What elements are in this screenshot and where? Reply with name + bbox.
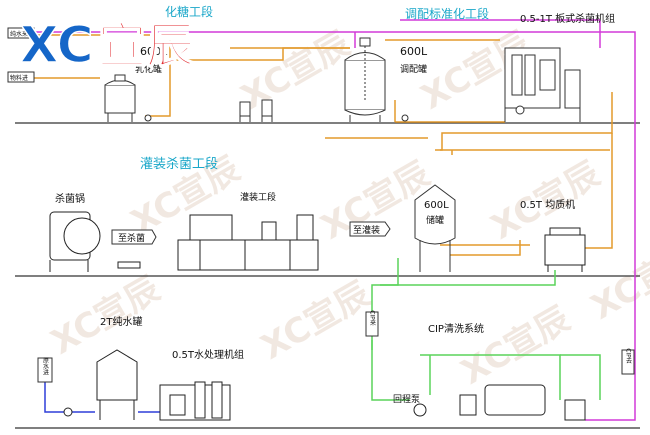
sterilize-pot <box>49 211 141 272</box>
svg-text:至灌装: 至灌装 <box>353 224 380 236</box>
storage-tank <box>414 184 456 272</box>
return-pump <box>413 403 427 417</box>
blend-tank-label: 调配罐 <box>400 63 427 75</box>
svg-text:原水进: 原水进 <box>42 357 49 376</box>
blend-tank-volume: 600L <box>400 45 428 58</box>
pipes-magenta <box>30 19 636 421</box>
water-treatment-label: 0.5T水处理机组 <box>172 348 244 361</box>
section-filling-title: 灌装杀菌工段 <box>140 157 218 172</box>
svg-text:至杀菌: 至杀菌 <box>118 232 145 244</box>
input-tag-1: 纯水来 <box>7 27 35 39</box>
emulsify-tank-volume: 600L <box>140 45 168 58</box>
filling-machine <box>177 214 319 271</box>
section-emulsify-title: 化糖工段 <box>165 4 213 19</box>
pipes-green <box>371 258 601 401</box>
svg-text:XC宣辰: XC宣辰 <box>235 24 357 118</box>
svg-text:XC宣辰: XC宣辰 <box>255 274 377 368</box>
return-pump-label: 回程泵 <box>393 394 420 405</box>
svg-text:CIP去: CIP去 <box>625 348 632 365</box>
emulsify-tank-label: 乳化罐 <box>135 63 162 75</box>
raw-water-tag: 原水进 <box>37 357 53 383</box>
svg-text:XC: XC <box>20 16 93 74</box>
section-blend-title: 调配标准化工段 <box>405 6 489 21</box>
sterilizer-label: 0.5-1T 板式杀菌机组 <box>520 12 615 25</box>
storage-tank-volume: 600L <box>424 200 449 211</box>
plate-sterilizer <box>504 47 581 122</box>
storage-tank-label: 储罐 <box>426 214 444 226</box>
svg-text:XC宣辰: XC宣辰 <box>455 299 577 393</box>
pure-water-tank <box>63 349 138 420</box>
svg-text:CIP来: CIP来 <box>369 310 376 327</box>
filling-line-label: 灌装工段 <box>240 191 276 203</box>
water-treatment-unit <box>159 381 231 421</box>
filter-units <box>239 99 273 122</box>
svg-text:宣辰: 宣辰 <box>98 18 194 74</box>
to-sterilize-tag: 至杀菌 <box>111 229 157 245</box>
emulsify-tank <box>104 74 136 122</box>
input-tag-2: 物料进 <box>7 71 35 83</box>
cip-system <box>459 384 586 421</box>
cip-out-tag: CIP去 <box>621 348 635 375</box>
sterilize-pot-label: 杀菌锅 <box>55 192 85 205</box>
to-filling-tag: 至灌装 <box>349 221 391 237</box>
blend-tank <box>344 37 386 122</box>
svg-text:纯水来: 纯水来 <box>10 30 28 38</box>
svg-text:XC宣辰: XC宣辰 <box>45 269 167 363</box>
pipes-orange <box>34 34 613 256</box>
floor-lines <box>15 122 640 429</box>
homogenizer <box>544 227 586 272</box>
pumps-top <box>144 114 409 122</box>
cip-label: CIP清洗系统 <box>428 322 484 335</box>
brand-logo: XC 宣辰 <box>19 15 195 75</box>
pure-water-tank-label: 2T纯水罐 <box>100 315 142 328</box>
cip-in-tag: CIP来 <box>365 310 379 337</box>
svg-text:物料进: 物料进 <box>10 74 28 82</box>
homogenizer-label: 0.5T 均质机 <box>520 198 575 211</box>
